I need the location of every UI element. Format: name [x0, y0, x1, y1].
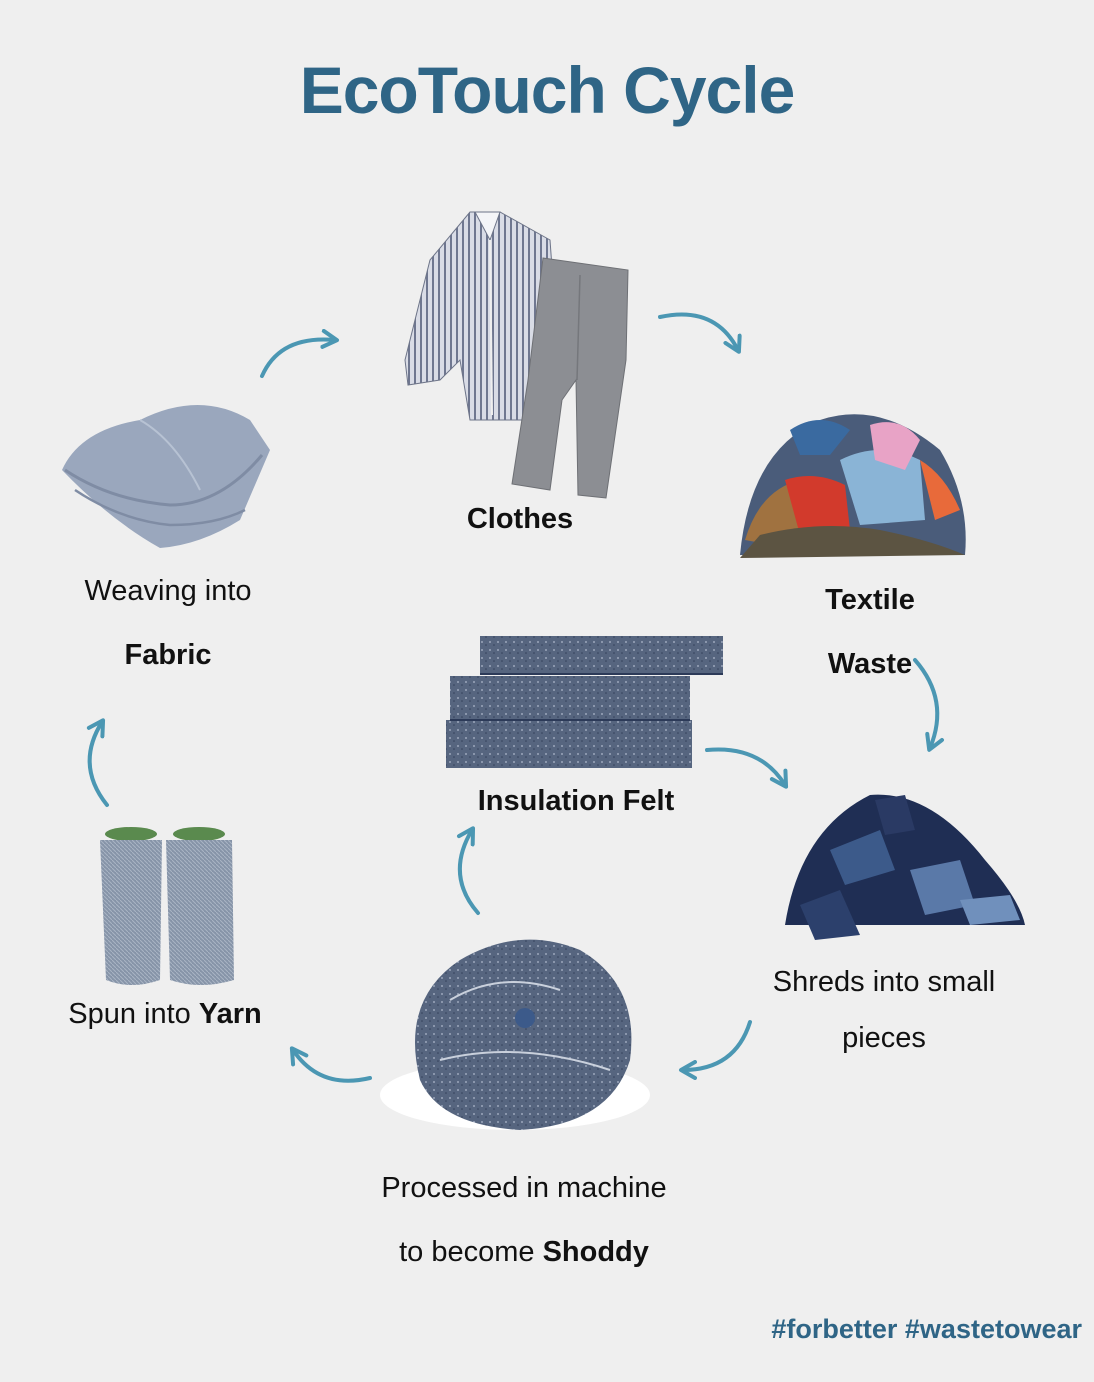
- fabric-illustration: [62, 405, 270, 548]
- label-clothes: Clothes: [466, 503, 574, 535]
- textile-waste-illustration: [740, 414, 966, 558]
- arrow-fabric-to-clothes: [260, 328, 339, 378]
- felt-illustration: [446, 636, 723, 768]
- arrow-waste-to-shreds: [913, 658, 944, 752]
- label-felt: Insulation Felt: [477, 785, 675, 817]
- arrow-shoddy-to-yarn: [289, 1046, 372, 1083]
- yarn-illustration: [100, 827, 234, 985]
- shreds-illustration: [785, 794, 1025, 940]
- arrow-shreds-to-shoddy: [679, 1020, 752, 1080]
- page-title: EcoTouch Cycle: [299, 53, 796, 127]
- arrow-felt-to-shreds: [705, 747, 789, 789]
- arrow-shoddy-to-felt: [456, 826, 480, 915]
- arrow-clothes-to-waste: [658, 312, 742, 354]
- arrow-yarn-to-fabric: [86, 718, 109, 807]
- shoddy-illustration: [380, 939, 650, 1130]
- hashtag-footer: #forbetter #wastetowear: [771, 1314, 1082, 1344]
- clothes-illustration: [404, 211, 629, 499]
- label-yarn: Spun into Yarn: [68, 998, 262, 1030]
